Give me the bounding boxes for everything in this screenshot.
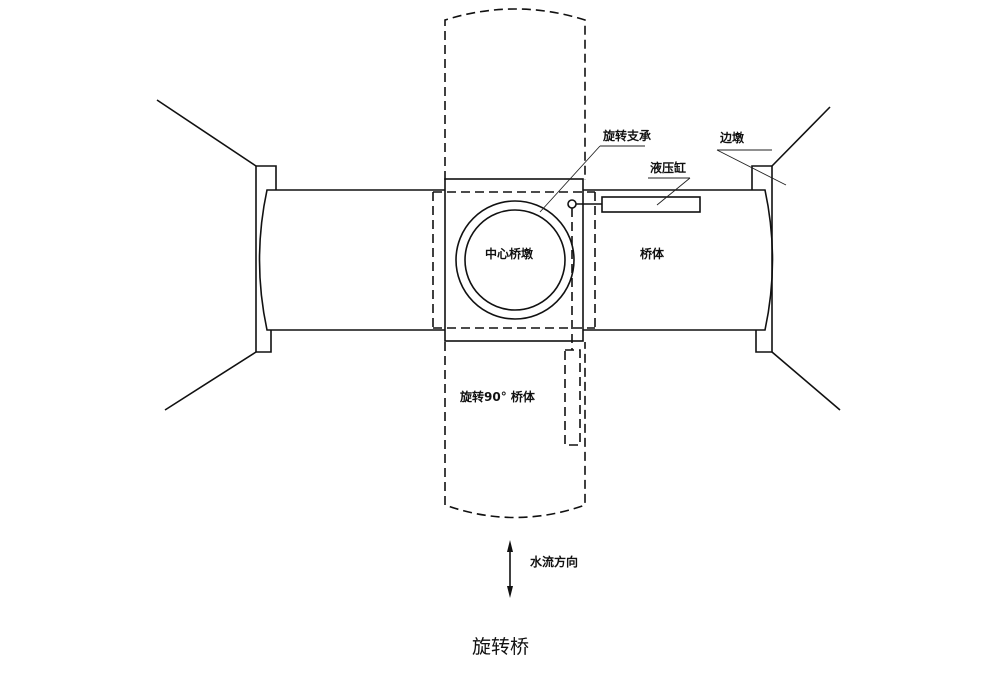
label-hydraulic-cylinder: 液压缸 (650, 160, 686, 175)
label-abutment: 边墩 (719, 130, 745, 145)
rotated-bridge-outline (444, 8, 586, 519)
label-water-flow: 水流方向 (530, 554, 578, 569)
hydraulic-cylinder (601, 196, 701, 213)
label-bridge-body: 桥体 (640, 246, 665, 261)
label-rotary-bearing: 旋转支承 (602, 128, 651, 143)
water-flow-arrow-icon (507, 540, 513, 598)
rotary-bearing-ring (455, 200, 575, 320)
figure-caption: 旋转桥 (472, 636, 529, 658)
label-rotated-bridge: 旋转90° 桥体 (459, 389, 536, 404)
center-pier-frame (444, 178, 584, 342)
center-pier-circle (464, 209, 566, 311)
label-center-pier: 中心桥墩 (485, 246, 534, 261)
rotated-cylinder (564, 349, 581, 446)
right-abutment (751, 106, 841, 411)
left-abutment (156, 99, 277, 411)
cylinder-pivot (567, 199, 577, 209)
